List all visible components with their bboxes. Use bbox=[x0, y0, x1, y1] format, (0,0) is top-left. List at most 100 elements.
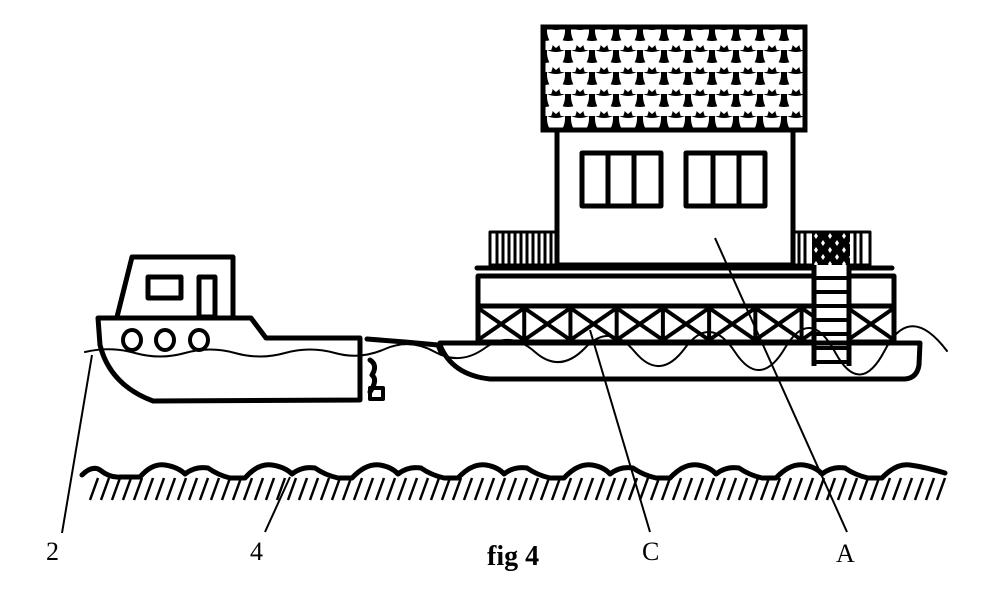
leader-lines bbox=[61, 237, 848, 534]
hatch-mark bbox=[583, 477, 595, 501]
truss-member bbox=[846, 306, 896, 342]
hatch-mark bbox=[187, 477, 199, 501]
hatch-mark bbox=[297, 477, 309, 501]
label-C: C bbox=[642, 537, 659, 566]
hatch-mark bbox=[506, 477, 518, 501]
hatch-mark bbox=[858, 477, 870, 501]
hatch-mark bbox=[143, 477, 155, 501]
hatch-mark bbox=[550, 477, 562, 501]
truss-member bbox=[476, 306, 526, 342]
hatch-mark bbox=[792, 477, 804, 501]
hatch-mark bbox=[385, 477, 397, 501]
hatch-mark bbox=[572, 477, 584, 501]
pontoon-hull bbox=[437, 340, 923, 382]
tugboat bbox=[95, 254, 444, 404]
railing-left bbox=[488, 230, 559, 267]
porthole bbox=[121, 328, 143, 352]
hatch-mark bbox=[847, 477, 859, 501]
ladder bbox=[811, 265, 852, 366]
truss-member bbox=[661, 306, 711, 342]
hatch-mark bbox=[440, 477, 452, 501]
hatch-mark bbox=[154, 477, 166, 501]
hatch-mark bbox=[682, 477, 694, 501]
hatch-mark bbox=[528, 477, 540, 501]
window-left bbox=[579, 150, 664, 209]
hatch-mark bbox=[836, 477, 848, 501]
leader-C bbox=[589, 329, 651, 533]
hatch-mark bbox=[869, 477, 881, 501]
hatch-mark bbox=[759, 477, 771, 501]
hatch-mark bbox=[352, 477, 364, 501]
hatch-mark bbox=[649, 477, 661, 501]
hatch-mark bbox=[616, 477, 628, 501]
hatch-mark bbox=[539, 477, 551, 501]
window-right bbox=[683, 150, 768, 209]
hatch-mark bbox=[429, 477, 441, 501]
porthole bbox=[188, 328, 210, 352]
hatch-mark bbox=[902, 477, 914, 501]
truss-member bbox=[615, 306, 665, 342]
hatch-mark bbox=[99, 477, 111, 501]
hatch-mark bbox=[242, 477, 254, 501]
truss-member bbox=[569, 306, 618, 342]
hatch-mark bbox=[737, 477, 749, 501]
hatch-mark bbox=[660, 477, 672, 501]
hatch-mark bbox=[176, 477, 188, 501]
hatch-mark bbox=[407, 477, 419, 501]
hatch-mark bbox=[726, 477, 738, 501]
hatch-mark bbox=[341, 477, 353, 501]
hatch-mark bbox=[264, 477, 276, 501]
hatch-mark bbox=[209, 477, 221, 501]
house bbox=[554, 127, 796, 268]
waterline bbox=[84, 325, 948, 376]
hatch-mark bbox=[561, 477, 573, 501]
hatch-mark bbox=[231, 477, 243, 501]
hatch-mark bbox=[319, 477, 331, 501]
hatch-mark bbox=[605, 477, 617, 501]
hatch-mark bbox=[913, 477, 925, 501]
hatch-mark bbox=[253, 477, 265, 501]
hatch-mark bbox=[308, 477, 320, 501]
hatch-mark bbox=[451, 477, 463, 501]
hatch-mark bbox=[803, 477, 815, 501]
label-4: 4 bbox=[250, 537, 263, 566]
hatch-mark bbox=[363, 477, 375, 501]
lattice-gate bbox=[812, 232, 850, 265]
tug-window bbox=[145, 274, 184, 301]
hatch-mark bbox=[693, 477, 705, 501]
porthole bbox=[154, 328, 176, 352]
hatch-mark bbox=[770, 477, 782, 501]
hatch-mark bbox=[275, 477, 287, 501]
hatch-mark bbox=[484, 477, 496, 501]
hatch-mark bbox=[198, 477, 210, 501]
tow-bar bbox=[364, 336, 444, 355]
hatch-mark bbox=[825, 477, 837, 501]
hatch-mark bbox=[638, 477, 650, 501]
hatch-mark bbox=[671, 477, 683, 501]
hatch-mark bbox=[814, 477, 826, 501]
hatch-mark bbox=[748, 477, 760, 501]
hatch-mark bbox=[781, 477, 793, 501]
leader-4 bbox=[264, 476, 291, 533]
leader-A bbox=[714, 237, 848, 533]
hatch-mark bbox=[473, 477, 485, 501]
roof bbox=[540, 24, 808, 133]
hatch-mark bbox=[330, 477, 342, 501]
hatch-mark bbox=[165, 477, 177, 501]
leader-2 bbox=[61, 354, 93, 534]
railing-right bbox=[791, 230, 872, 267]
hatch-mark bbox=[594, 477, 606, 501]
propeller bbox=[367, 357, 385, 401]
hatch-mark bbox=[88, 477, 100, 501]
label-A: A bbox=[836, 539, 855, 568]
hatch-mark bbox=[924, 477, 936, 501]
hatch-mark bbox=[286, 477, 298, 501]
label-2: 2 bbox=[46, 537, 59, 566]
hatch-mark bbox=[110, 477, 122, 501]
hatch-mark bbox=[121, 477, 133, 501]
hatch-mark bbox=[396, 477, 408, 501]
hatch-mark bbox=[462, 477, 474, 501]
hatch-mark bbox=[374, 477, 386, 501]
hatch-mark bbox=[495, 477, 507, 501]
